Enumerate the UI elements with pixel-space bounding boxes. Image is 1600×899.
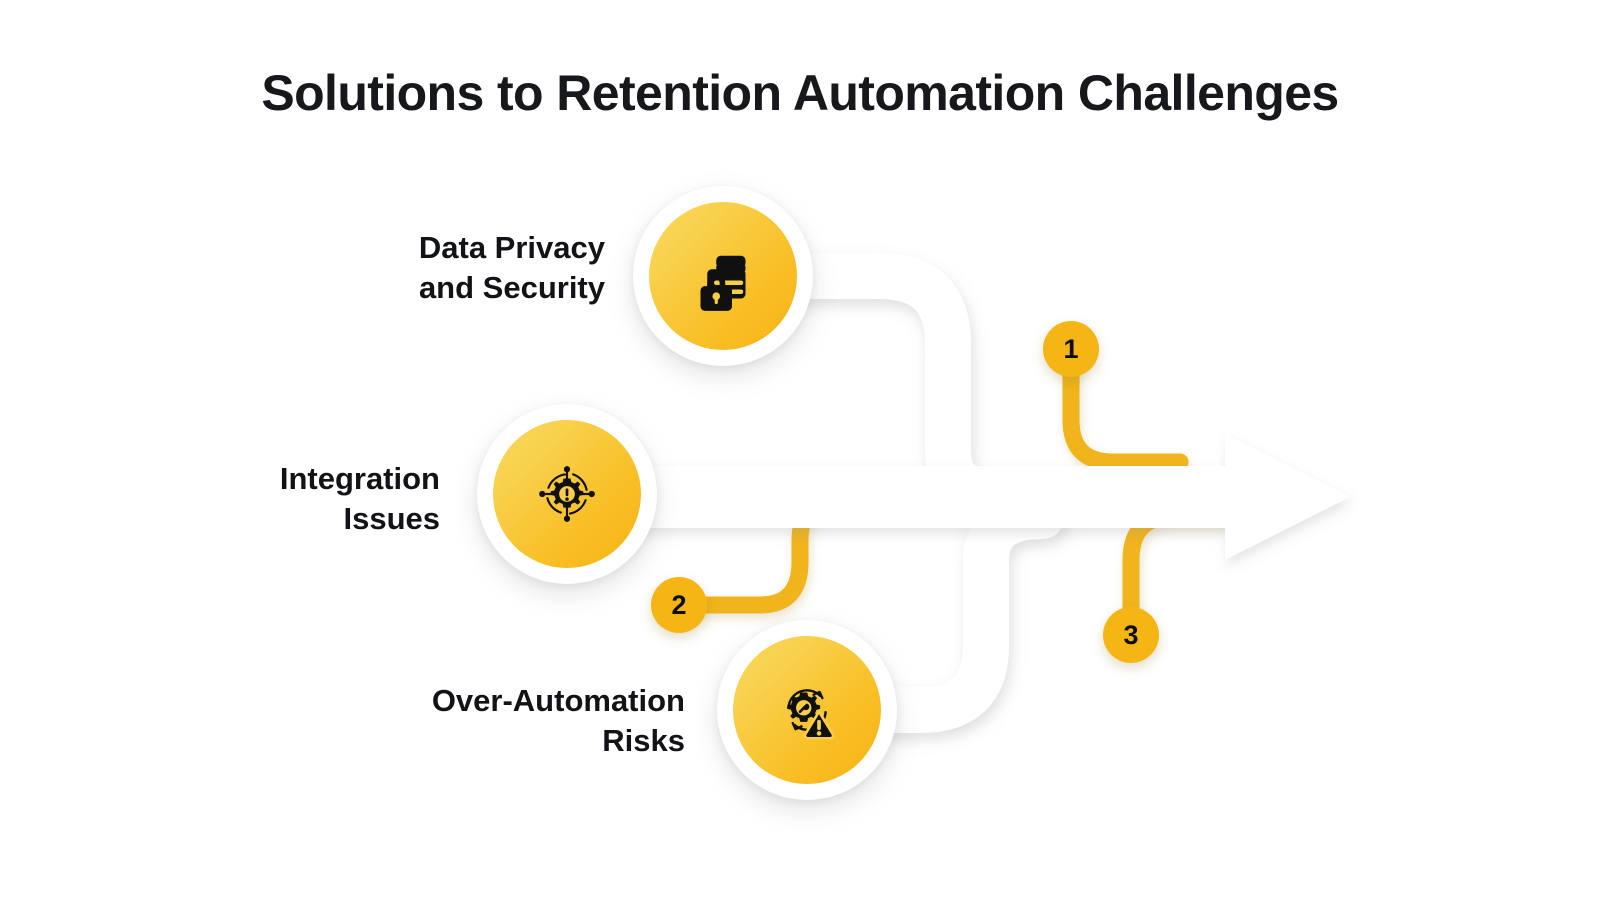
step-badge-1[interactable]: 1	[1043, 321, 1099, 377]
page-title: Solutions to Retention Automation Challe…	[261, 65, 1339, 121]
connector-amber-1	[1062, 340, 1189, 471]
node-circle-integration-issues[interactable]	[477, 404, 657, 584]
node-disc	[493, 420, 641, 568]
node-disc	[733, 636, 881, 784]
node-circle-over-automation-risks[interactable]	[717, 620, 897, 800]
step-badge-3[interactable]: 3	[1103, 607, 1159, 663]
folder-lock-icon	[649, 202, 797, 350]
node-label-over-automation-risks: Over-Automation Risks	[431, 683, 685, 758]
right-arrow	[600, 434, 1350, 560]
step-badge-2[interactable]: 2	[651, 577, 707, 633]
connector-white-top	[777, 253, 1027, 519]
gear-wrench-warning-icon	[733, 636, 881, 784]
node-circle-data-privacy[interactable]	[633, 186, 813, 366]
node-disc	[649, 202, 797, 350]
node-label-data-privacy: Data Privacy and Security	[418, 230, 605, 305]
node-label-integration-issues: Integration Issues	[279, 461, 440, 536]
gear-alert-network-icon	[493, 420, 641, 568]
